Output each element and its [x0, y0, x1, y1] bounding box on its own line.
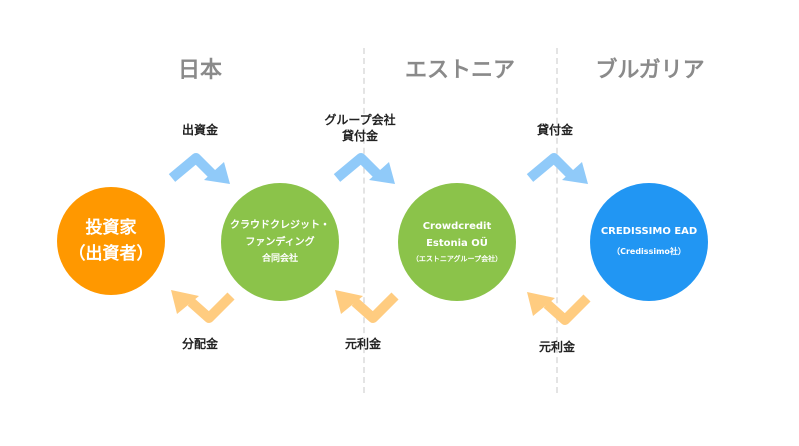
region-estonia: エストニア — [404, 58, 515, 83]
flow-label-group-loan: グループ会社 貸付金 — [324, 113, 396, 143]
entity-crowdcredit-funding-line3: 合同会社 — [261, 253, 298, 264]
entity-credissimo-line1: CREDISSIMO EAD — [600, 226, 698, 237]
return-arrow-icon-3 — [527, 292, 591, 325]
forward-arrow-icon-2 — [333, 153, 395, 184]
region-japan: 日本 — [177, 58, 222, 83]
forward-arrow-icon-1 — [168, 153, 230, 184]
entity-crowdcredit-estonia-line3: （エストニアグループ会社） — [411, 255, 503, 263]
entity-crowdcredit-funding-line1: クラウドクレジット・ — [230, 219, 330, 231]
region-bulgaria: ブルガリア — [595, 58, 705, 83]
entity-crowdcredit-funding-line2: ファンディング — [245, 236, 315, 248]
flow-label-distribution: 分配金 — [181, 337, 218, 351]
divider-estonia-bulgaria — [556, 48, 558, 393]
entity-investor-line1: 投資家 — [85, 218, 137, 238]
flow-label-repayment-2: 元利金 — [538, 340, 575, 354]
entity-crowdcredit-estonia: Crowdcredit Estonia OÜ （エストニアグループ会社） — [398, 183, 516, 301]
divider-japan-estonia — [363, 48, 365, 393]
entity-credissimo-line2: （Credissimo社） — [612, 247, 686, 256]
forward-arrow-icon-3 — [526, 153, 588, 184]
entity-credissimo: CREDISSIMO EAD （Credissimo社） — [590, 183, 708, 301]
entity-investor: 投資家 （出資者） — [57, 187, 165, 295]
flow-label-investment: 出資金 — [181, 123, 218, 137]
entity-crowdcredit-estonia-line2: Estonia OÜ — [426, 238, 488, 249]
flow-label-loan: 貸付金 — [536, 123, 573, 137]
return-arrow-icon-1 — [171, 290, 235, 323]
entity-crowdcredit-estonia-line1: Crowdcredit — [422, 221, 492, 232]
entity-investor-line2: （出資者） — [68, 244, 154, 264]
return-arrow-icon-2 — [335, 290, 399, 323]
flow-label-repayment-1: 元利金 — [344, 337, 381, 351]
entity-crowdcredit-funding: クラウドクレジット・ ファンディング 合同会社 — [221, 183, 339, 301]
